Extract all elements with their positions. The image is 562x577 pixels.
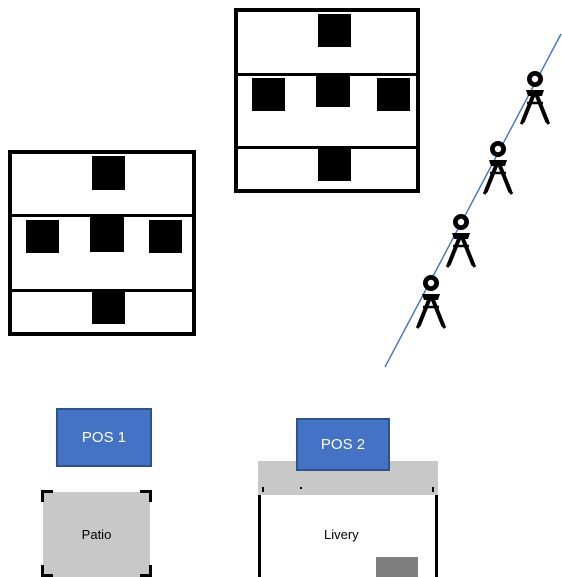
block-bottom: [318, 149, 351, 181]
pos-2-box: POS 2: [296, 418, 390, 471]
person-icon-part: [489, 160, 507, 166]
divider-lower: [12, 289, 192, 292]
person-icon-part: [447, 237, 461, 266]
block-middle-center: [90, 214, 124, 252]
pos-1-box: POS 1: [56, 408, 152, 467]
boundary-line: [384, 33, 562, 368]
person-icon-part: [498, 164, 512, 193]
person-icon-part: [535, 94, 549, 123]
person-icon-part: [494, 145, 502, 153]
livery-tick-left: [262, 487, 264, 492]
block-middle-left: [252, 78, 285, 111]
person-icon-part: [461, 237, 475, 266]
livery-grey-square: [376, 557, 418, 577]
patio-corner-bl: [41, 565, 53, 577]
block-top: [92, 156, 125, 190]
patio-corner-tr: [140, 490, 152, 502]
livery-tick-right: [432, 487, 434, 492]
building-left: [8, 150, 196, 336]
livery-label: Livery: [324, 527, 359, 542]
divider-lower: [238, 146, 416, 149]
building-top: [234, 8, 420, 193]
person-icon-part: [482, 190, 488, 195]
person-icon: [445, 214, 477, 268]
patio-corner-br: [140, 565, 152, 577]
patio-label: Patio: [81, 527, 112, 542]
person-icon: [415, 275, 447, 329]
block-bottom: [92, 292, 125, 324]
person-icon-part: [445, 263, 451, 268]
person-icon-part: [545, 120, 551, 125]
block-top: [318, 14, 351, 47]
person-icon-part: [521, 94, 535, 123]
person-icon-part: [526, 90, 544, 96]
pos-2-label: POS 2: [320, 436, 366, 453]
person-icon-part: [431, 298, 445, 327]
pos-1-label: POS 1: [81, 429, 127, 446]
person-icon-part: [531, 75, 539, 83]
block-middle-right: [149, 220, 182, 253]
patio-corner-tl: [41, 490, 53, 502]
person-icon-part: [441, 324, 447, 329]
person-icon-part: [457, 218, 465, 226]
person-icon-part: [427, 279, 435, 287]
person-icon-part: [519, 120, 525, 125]
person-icon: [482, 141, 514, 195]
livery-tick-mid: [300, 487, 302, 489]
livery-box: Livery: [258, 495, 438, 577]
block-middle-center: [316, 73, 350, 107]
block-middle-right: [377, 78, 410, 111]
patio-box: Patio: [41, 490, 152, 577]
person-icon-part: [471, 263, 477, 268]
person-icon-part: [415, 324, 421, 329]
person-icon-part: [484, 164, 498, 193]
person-icon: [519, 71, 551, 125]
person-icon-part: [422, 294, 440, 300]
person-icon-part: [417, 298, 431, 327]
person-icon-part: [508, 190, 514, 195]
block-middle-left: [26, 220, 59, 253]
person-icon-part: [452, 233, 470, 239]
